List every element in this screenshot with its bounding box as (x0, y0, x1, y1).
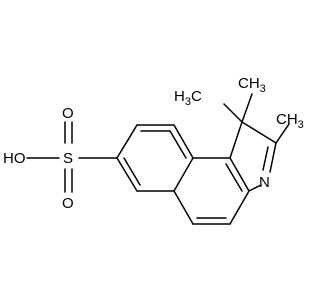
bond-c4a-c8a (173, 157, 194, 192)
atom-labels: H3C CH3 CH3 N S O O HO (3, 75, 304, 212)
atom-label-nitrogen: N (259, 174, 270, 191)
label-ch: CH (238, 75, 260, 92)
atom-label-sulfur: S (63, 150, 73, 167)
bond-c2-n (269, 142, 277, 173)
bond-c9b-c1 (229, 121, 243, 159)
bond-c3a-c9b (229, 157, 250, 192)
label-h-subscript: 3 (185, 96, 191, 108)
bond-c3-c3a (229, 190, 250, 225)
bonds (26, 93, 290, 225)
label-ch3-top-subscript: 3 (260, 83, 266, 95)
atom-label-ch3-right: CH3 (276, 111, 304, 131)
atom-label-ch3-top: CH3 (238, 75, 266, 95)
bond-c3a-c9b-inner (225, 163, 243, 192)
atom-label-ch3-left: H3C (174, 88, 202, 108)
bond-c2-methyl (275, 123, 290, 144)
bond-c2-n-inner (262, 146, 269, 171)
atom-label-oxygen-top: O (62, 105, 74, 122)
bond-c6-c5-inner (123, 157, 141, 186)
label-ch3-right-subscript: 3 (298, 119, 304, 131)
bond-c8a-c8 (173, 124, 194, 159)
bond-c1-methyl-left (223, 103, 243, 123)
chemical-structure: H3C CH3 CH3 N S O O HO (3, 75, 304, 225)
bond-c1-c2 (241, 121, 277, 144)
bond-n-c3a (248, 184, 262, 192)
atom-label-hydroxyl: HO (3, 150, 26, 167)
label-c: C (191, 88, 202, 105)
label-h: H (174, 88, 185, 105)
bond-c8a-c8-inner (169, 130, 187, 159)
bond-c6-c5 (116, 157, 138, 192)
label-ch: CH (276, 111, 298, 128)
bond-c4a-c4 (173, 190, 194, 225)
bond-c7-c6 (116, 124, 138, 159)
bond-c1-methyl-top (241, 93, 253, 123)
atom-label-oxygen-bottom: O (62, 195, 74, 212)
